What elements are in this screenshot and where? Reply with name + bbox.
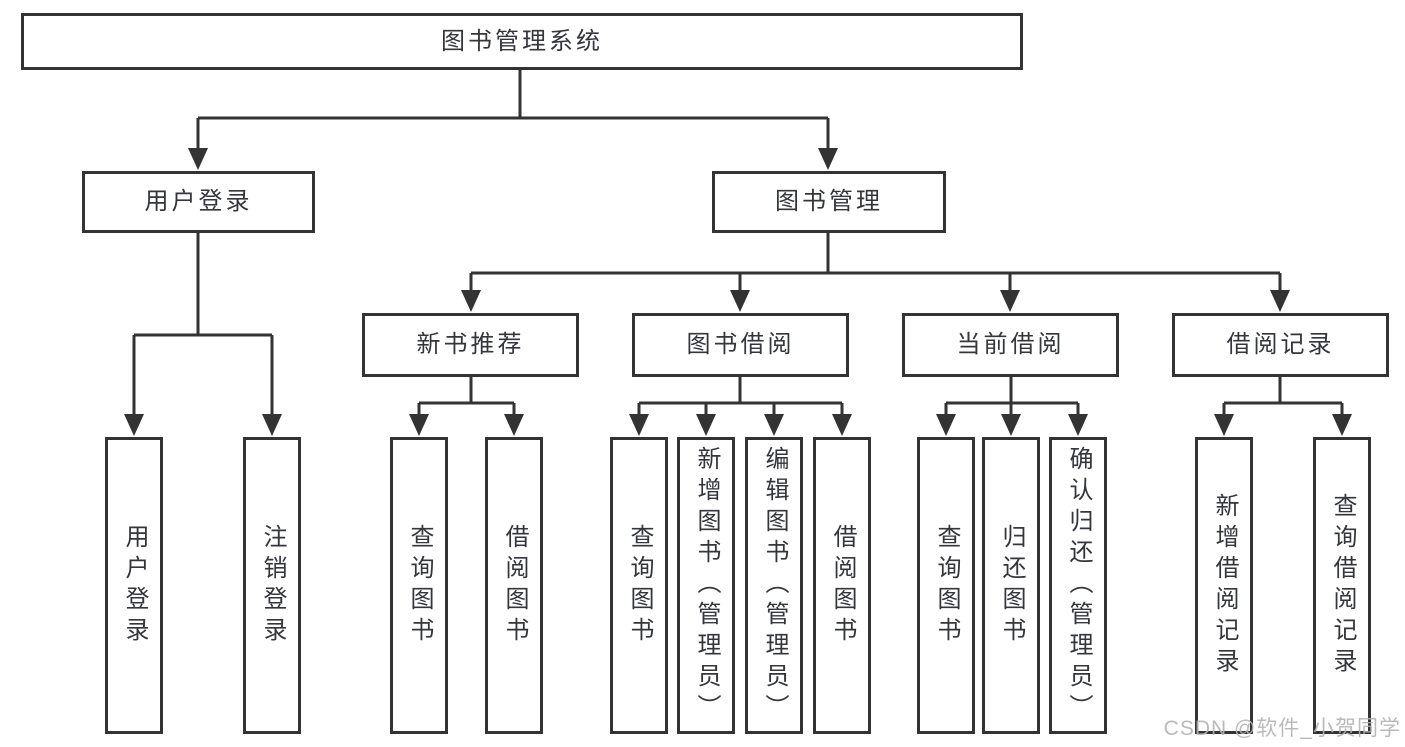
node-borrow-label: 图书借阅 <box>686 331 795 358</box>
node-rec-query-label: 查询借阅记录 <box>1329 492 1356 679</box>
arrow-icon <box>936 414 956 436</box>
node-nb-query-label: 查询图书 <box>406 523 433 648</box>
arrow-icon <box>1068 414 1088 436</box>
node-cur-confirm-label: 确认归还（管理员） <box>1065 446 1092 725</box>
node-cur-confirm: 确认归还（管理员） <box>1049 437 1107 734</box>
node-nb-query: 查询图书 <box>390 437 448 734</box>
arrow-icon <box>730 290 750 312</box>
node-bw-add: 新增图书（管理员） <box>677 437 735 734</box>
node-bw-query-label: 查询图书 <box>626 523 653 648</box>
node-bw-borrow-label: 借阅图书 <box>829 523 856 648</box>
node-login-label: 用户登录 <box>121 523 148 648</box>
node-borrow: 图书借阅 <box>632 313 849 377</box>
node-rec-add: 新增借阅记录 <box>1195 437 1253 734</box>
node-nb-borrow: 借阅图书 <box>485 437 543 734</box>
node-current: 当前借阅 <box>902 313 1119 377</box>
node-bw-borrow: 借阅图书 <box>813 437 871 734</box>
node-bw-edit: 编辑图书（管理员） <box>745 437 803 734</box>
arrow-icon <box>409 414 429 436</box>
node-rec-query: 查询借阅记录 <box>1313 437 1371 734</box>
arrow-icon <box>696 414 716 436</box>
node-records: 借阅记录 <box>1172 313 1389 377</box>
edge-book-mgmt <box>469 233 1282 292</box>
arrow-icon <box>504 414 524 436</box>
node-root: 图书管理系统 <box>21 13 1023 70</box>
arrow-icon <box>818 148 838 170</box>
node-bw-edit-label: 编辑图书（管理员） <box>761 446 788 725</box>
node-root-label: 图书管理系统 <box>441 27 603 55</box>
edge-records <box>1222 377 1344 416</box>
arrow-icon <box>461 290 481 312</box>
arrow-icon <box>629 414 649 436</box>
node-logout-label: 注销登录 <box>259 523 286 648</box>
csdn-watermark: CSDN @软件_小贺同学 <box>1163 717 1401 740</box>
node-cur-return-label: 归还图书 <box>998 523 1025 648</box>
node-cur-query-label: 查询图书 <box>933 523 960 648</box>
node-new-books: 新书推荐 <box>362 313 579 377</box>
node-user-login: 用户登录 <box>82 171 315 233</box>
edge-current <box>944 377 1080 416</box>
edge-borrow <box>637 377 844 416</box>
node-login: 用户登录 <box>105 437 163 734</box>
node-records-label: 借阅记录 <box>1226 331 1335 358</box>
node-current-label: 当前借阅 <box>956 331 1065 358</box>
node-book-mgmt-label: 图书管理 <box>775 188 883 215</box>
arrow-icon <box>262 414 282 436</box>
node-user-login-label: 用户登录 <box>144 188 253 215</box>
node-rec-add-label: 新增借阅记录 <box>1211 492 1238 679</box>
arrowheads <box>124 148 1352 436</box>
arrow-icon <box>832 414 852 436</box>
arrow-icon <box>1270 290 1290 312</box>
edge-root <box>196 70 830 150</box>
arrow-icon <box>188 148 208 170</box>
node-cur-return: 归还图书 <box>982 437 1040 734</box>
arrow-icon <box>764 414 784 436</box>
node-bw-query: 查询图书 <box>610 437 668 734</box>
node-logout: 注销登录 <box>243 437 301 734</box>
arrow-icon <box>1001 414 1021 436</box>
node-new-books-label: 新书推荐 <box>416 331 525 358</box>
edge-new-books <box>417 377 516 416</box>
node-bw-add-label: 新增图书（管理员） <box>693 446 720 725</box>
edge-user-login <box>132 233 274 416</box>
node-cur-query: 查询图书 <box>917 437 975 734</box>
arrow-icon <box>1000 290 1020 312</box>
arrow-icon <box>1332 414 1352 436</box>
arrow-icon <box>1214 414 1234 436</box>
node-book-mgmt: 图书管理 <box>712 171 946 233</box>
arrow-icon <box>124 414 144 436</box>
node-nb-borrow-label: 借阅图书 <box>501 523 528 648</box>
